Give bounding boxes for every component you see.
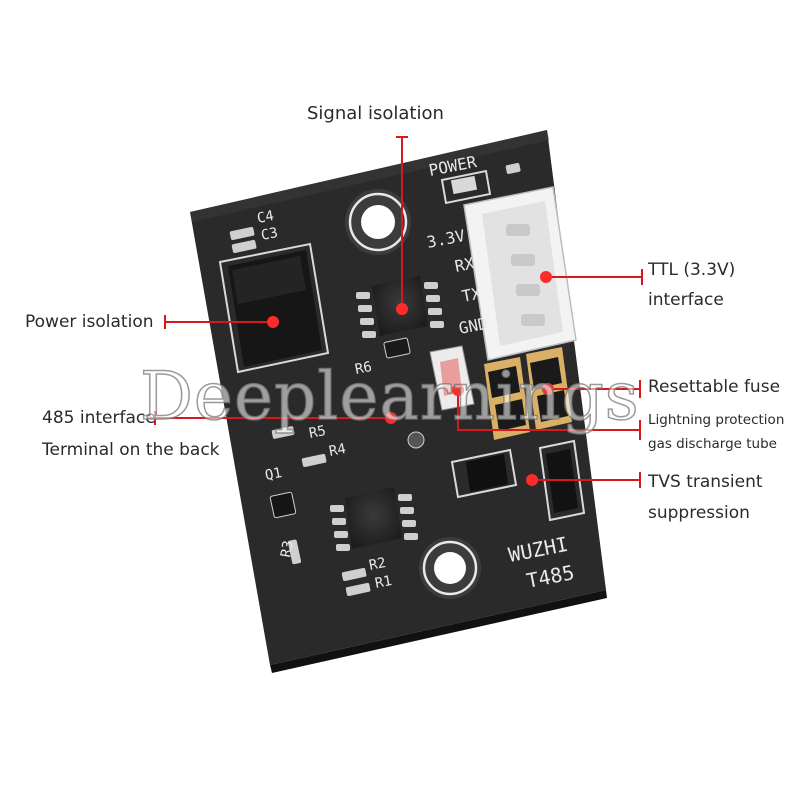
label-gas-discharge-tube: gas discharge tube (648, 436, 777, 452)
label-lightning-protection: Lightning protection (648, 412, 785, 428)
power-led (440, 169, 492, 205)
power-isolation-module (218, 242, 330, 374)
label-ttl-interface: interface (648, 290, 724, 310)
label-ttl: TTL (3.3V) (648, 260, 736, 280)
callout-lines (154, 136, 643, 488)
label-signal-isolation: Signal isolation (307, 103, 444, 124)
smd-components (229, 163, 521, 597)
silk-ref-r5: R5 (308, 423, 328, 442)
silk-ref-c3: C3 (260, 225, 280, 244)
callout-dots (267, 271, 554, 486)
label-485-interface: 485 interface (42, 408, 156, 428)
silk-ref-c4: C4 (256, 208, 276, 227)
silk-ref-r6: R6 (354, 359, 374, 378)
ttl-connector (463, 186, 577, 361)
label-terminal-back: Terminal on the back (42, 440, 220, 460)
silk-ref-r3: R3 (278, 539, 297, 558)
mounting-hole-top (345, 189, 411, 255)
watermark: Deeplearnings (139, 357, 640, 436)
silk-ref-r2: R2 (368, 555, 388, 574)
label-tvs-transient: TVS transient (648, 472, 763, 492)
label-resettable-fuse: Resettable fuse (648, 377, 781, 397)
mounting-hole-bottom (419, 537, 481, 599)
silk-ref-r4: R4 (328, 441, 348, 460)
silk-pin-tx: TX (460, 284, 483, 306)
silk-ref-q1: Q1 (264, 465, 284, 484)
rs485-transceiver-chip (330, 487, 418, 551)
label-power-isolation: Power isolation (25, 312, 154, 332)
label-tvs-suppression: suppression (648, 503, 750, 523)
silk-pin-rx: RX (453, 254, 476, 276)
silk-ref-r1: R1 (374, 573, 394, 592)
